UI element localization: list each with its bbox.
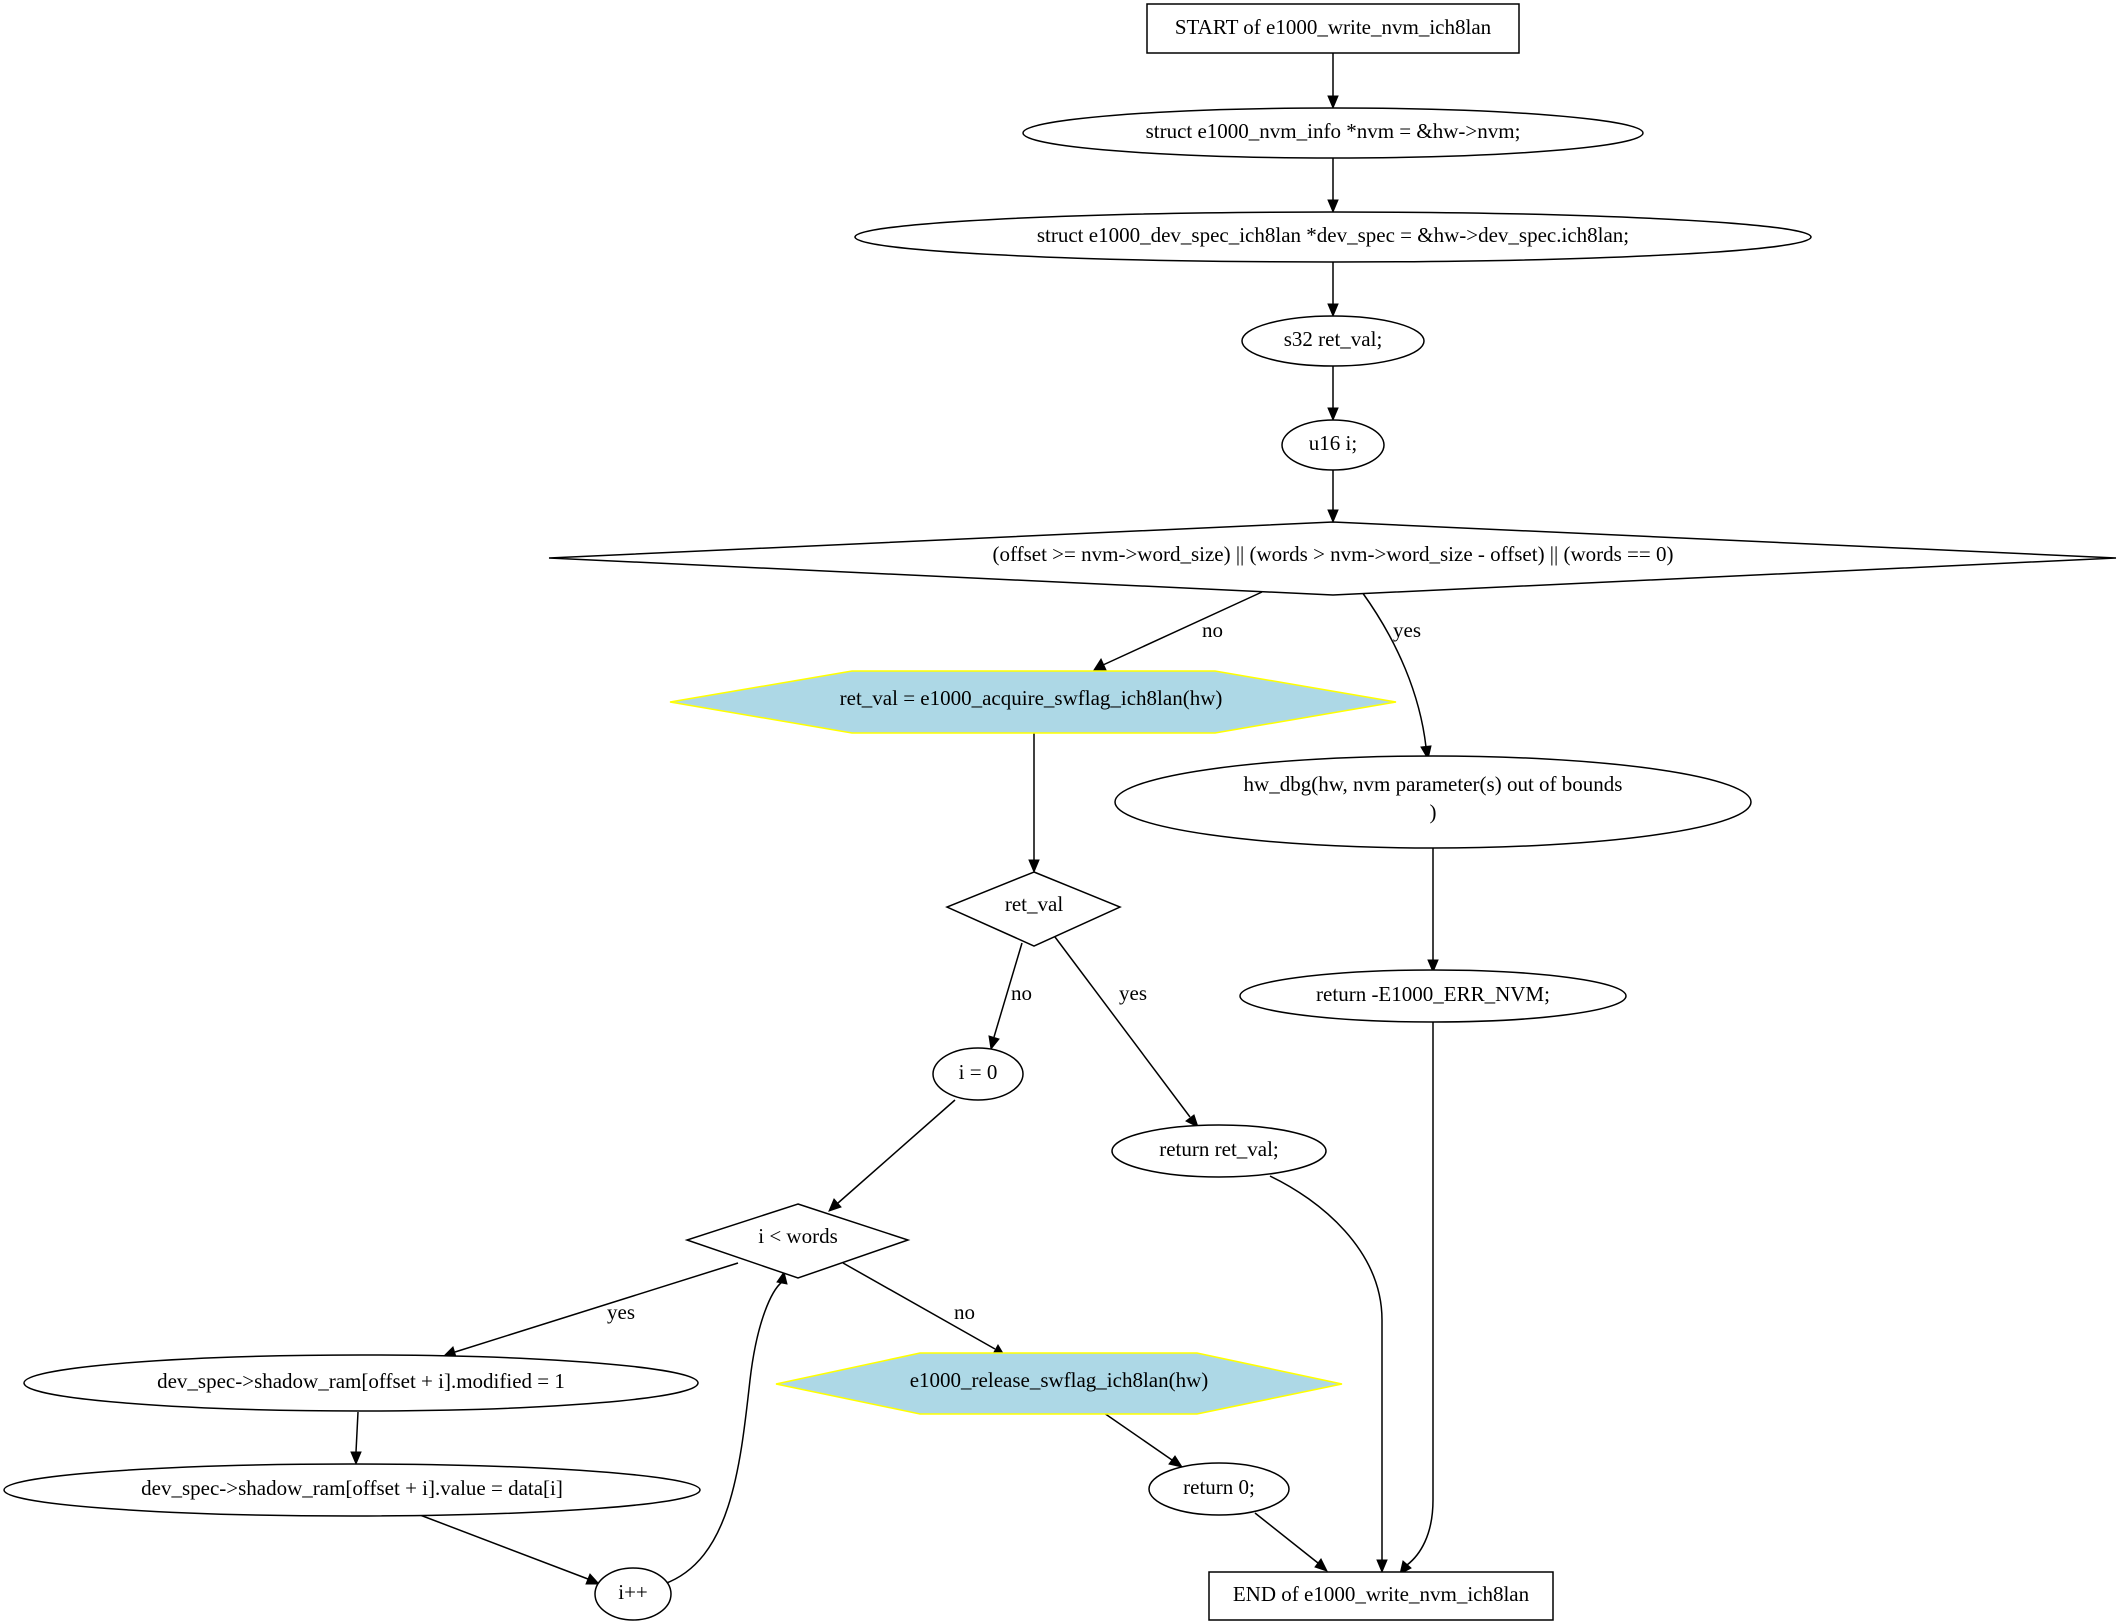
edge-label-ret-yes: yes xyxy=(1119,981,1147,1005)
arrowhead xyxy=(1376,1559,1388,1574)
edge-label-loop-yes: yes xyxy=(607,1300,635,1324)
arrowhead xyxy=(1093,657,1107,671)
edge-release-to-return-zero xyxy=(1103,1412,1173,1461)
acquire-node: ret_val = e1000_acquire_swflag_ich8lan(h… xyxy=(669,670,1397,734)
increment-node: i++ xyxy=(594,1567,672,1621)
return-ret-val-node: return ret_val; xyxy=(1111,1124,1327,1178)
edge-value-to-increment xyxy=(419,1514,589,1580)
arrowhead xyxy=(1314,1558,1328,1572)
return-zero-label: return 0; xyxy=(1183,1475,1255,1499)
arrowhead xyxy=(585,1573,601,1585)
hw-dbg-label-line2: ) xyxy=(1430,800,1437,824)
bounds-check-label: (offset >= nvm->word_size) || (words > n… xyxy=(993,542,1674,566)
edge-label-ret-no: no xyxy=(1011,981,1032,1005)
ret-val-decl-node: s32 ret_val; xyxy=(1241,315,1425,367)
edge-modified-to-value xyxy=(355,1411,359,1453)
edge-increment-to-loop xyxy=(663,1281,783,1585)
nvm-decl-label: struct e1000_nvm_info *nvm = &hw->nvm; xyxy=(1146,119,1521,143)
return-zero-node: return 0; xyxy=(1148,1462,1290,1516)
edges xyxy=(350,53,1439,1585)
arrowhead xyxy=(1028,859,1040,874)
return-err-label: return -E1000_ERR_NVM; xyxy=(1316,982,1550,1006)
edge-ret-yes xyxy=(1054,936,1191,1118)
release-label: e1000_release_swflag_ich8lan(hw) xyxy=(910,1368,1209,1392)
edge-return-zero-to-end xyxy=(1254,1512,1319,1564)
bounds-check-node: (offset >= nvm->word_size) || (words > n… xyxy=(548,521,2117,596)
i-decl-node: u16 i; xyxy=(1281,419,1385,471)
loop-cond-node: i < words xyxy=(684,1203,911,1279)
dev-spec-decl-label: struct e1000_dev_spec_ich8lan *dev_spec … xyxy=(1037,223,1629,247)
value-label: dev_spec->shadow_ram[offset + i].value =… xyxy=(141,1476,563,1500)
ret-val-check-node: ret_val xyxy=(945,871,1122,947)
value-node: dev_spec->shadow_ram[offset + i].value =… xyxy=(3,1463,701,1517)
loop-cond-label: i < words xyxy=(758,1224,838,1248)
nvm-decl-node: struct e1000_nvm_info *nvm = &hw->nvm; xyxy=(1022,107,1644,159)
modified-node: dev_spec->shadow_ram[offset + i].modifie… xyxy=(23,1354,699,1412)
return-err-node: return -E1000_ERR_NVM; xyxy=(1239,969,1627,1023)
hw-dbg-node: hw_dbg(hw, nvm parameter(s) out of bound… xyxy=(1114,755,1752,849)
edge-label-bounds-yes: yes xyxy=(1393,618,1421,642)
dev-spec-decl-node: struct e1000_dev_spec_ich8lan *dev_spec … xyxy=(854,211,1812,263)
init-i-node: i = 0 xyxy=(932,1047,1024,1101)
arrowhead xyxy=(1327,303,1339,318)
arrowhead xyxy=(988,1035,1000,1051)
edge-return-ret-to-end xyxy=(1269,1175,1383,1560)
edge-ret-no xyxy=(993,942,1023,1038)
start-label: START of e1000_write_nvm_ich8lan xyxy=(1175,15,1492,39)
arrowhead xyxy=(828,1198,842,1212)
arrowhead xyxy=(776,1270,788,1285)
start-node: START of e1000_write_nvm_ich8lan xyxy=(1146,3,1520,54)
end-label: END of e1000_write_nvm_ich8lan xyxy=(1233,1582,1530,1606)
arrowhead xyxy=(1327,199,1339,214)
end-node: END of e1000_write_nvm_ich8lan xyxy=(1208,1571,1554,1621)
edge-label-bounds-no: no xyxy=(1202,618,1223,642)
edge-loop-no xyxy=(842,1262,996,1350)
edge-loop-yes xyxy=(454,1262,739,1353)
arrowhead xyxy=(1427,959,1439,974)
nodes: START of e1000_write_nvm_ich8lan struct … xyxy=(3,3,2117,1621)
arrowhead xyxy=(1185,1114,1199,1128)
release-node: e1000_release_swflag_ich8lan(hw) xyxy=(775,1352,1343,1415)
edge-init-to-loop xyxy=(837,1099,956,1204)
ret-val-decl-label: s32 ret_val; xyxy=(1284,327,1383,351)
edge-return-err-to-end xyxy=(1406,1022,1434,1566)
arrowhead xyxy=(1399,1560,1412,1575)
edge-labels: no yes no yes yes no xyxy=(607,618,1421,1324)
arrowhead xyxy=(1168,1455,1184,1468)
arrowhead xyxy=(1327,95,1339,110)
arrowhead xyxy=(1327,509,1339,524)
acquire-label: ret_val = e1000_acquire_swflag_ich8lan(h… xyxy=(840,686,1223,710)
init-i-label: i = 0 xyxy=(959,1060,998,1084)
modified-label: dev_spec->shadow_ram[offset + i].modifie… xyxy=(157,1369,565,1393)
ret-val-check-label: ret_val xyxy=(1005,892,1063,916)
edge-label-loop-no: no xyxy=(954,1300,975,1324)
edge-bounds-no xyxy=(1102,591,1263,666)
edge-bounds-yes xyxy=(1361,591,1427,748)
arrowhead xyxy=(350,1451,362,1466)
i-decl-label: u16 i; xyxy=(1309,431,1357,455)
hw-dbg-label-line1: hw_dbg(hw, nvm parameter(s) out of bound… xyxy=(1244,772,1623,796)
arrowhead xyxy=(1327,407,1339,422)
increment-label: i++ xyxy=(618,1580,648,1604)
return-ret-val-label: return ret_val; xyxy=(1159,1137,1279,1161)
